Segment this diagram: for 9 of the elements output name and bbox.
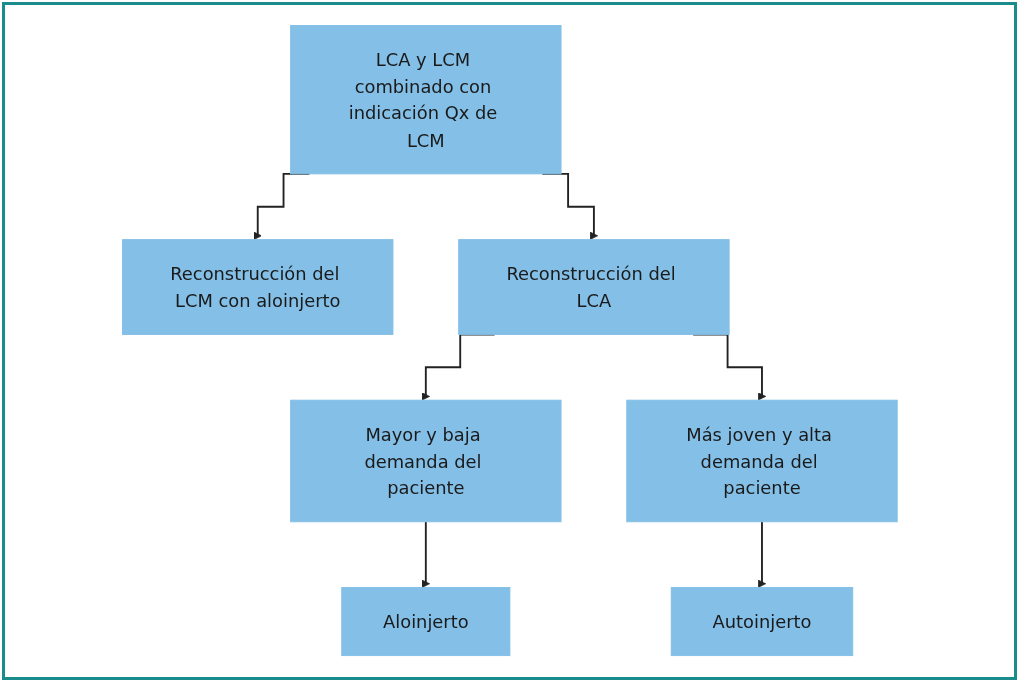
node-box: Mayor y baja demanda del paciente xyxy=(289,400,562,523)
node-box: Reconstrucción del LCA xyxy=(457,239,730,336)
arrow xyxy=(757,521,766,589)
node-box: Aloinjerto xyxy=(340,587,510,657)
arrow xyxy=(421,521,430,589)
node-box: Más joven y alta demanda del paciente xyxy=(625,400,898,523)
node-box: Autoinjerto xyxy=(670,587,853,657)
node-box: Reconstrucción del LCM con aloinjerto xyxy=(121,239,394,336)
node-box: LCA y LCM combinado con indicación Qx de LCM xyxy=(289,25,562,175)
